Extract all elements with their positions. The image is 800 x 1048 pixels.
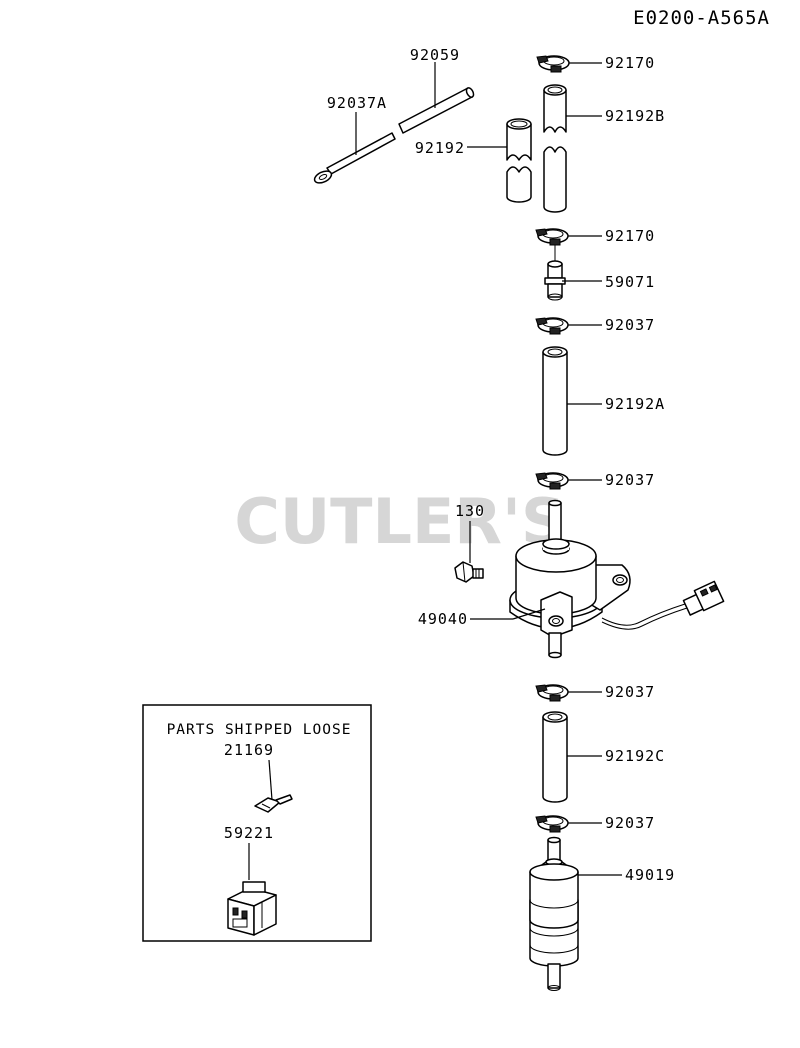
part-59221-connector[interactable]: [227, 881, 277, 936]
part-92192-hose[interactable]: [506, 118, 532, 203]
callout-92192A[interactable]: 92192A: [605, 395, 665, 413]
leader-21169: [268, 759, 273, 801]
loose-parts-box: [142, 704, 372, 942]
callout-59221[interactable]: 59221: [224, 824, 274, 842]
part-92037A-cable-tie[interactable]: [313, 132, 396, 185]
loose-parts-title: PARTS SHIPPED LOOSE: [167, 722, 352, 738]
callout-49040[interactable]: 49040: [418, 610, 468, 628]
callout-92037A[interactable]: 92037A: [327, 94, 387, 112]
callout-21169[interactable]: 21169: [224, 741, 274, 759]
part-92037-clamp-3[interactable]: [535, 684, 569, 702]
callout-92170-mid[interactable]: 92170: [605, 227, 655, 245]
callout-92037-1[interactable]: 92037: [605, 316, 655, 334]
part-92059-rod[interactable]: [398, 87, 475, 134]
diagram-id: E0200-A565A: [633, 7, 770, 29]
callout-92192[interactable]: 92192: [415, 139, 465, 157]
callout-92037-4[interactable]: 92037: [605, 814, 655, 832]
callout-92170-top[interactable]: 92170: [605, 54, 655, 72]
callout-92037-3[interactable]: 92037: [605, 683, 655, 701]
part-49040-fuel-pump[interactable]: [509, 499, 725, 659]
callout-130[interactable]: 130: [455, 502, 485, 520]
part-130-bolt[interactable]: [454, 561, 484, 583]
callout-49019[interactable]: 49019: [625, 866, 675, 884]
part-92192C-hose[interactable]: [542, 711, 568, 803]
part-92170-clamp-mid[interactable]: [535, 228, 569, 246]
part-92192B-hose[interactable]: [543, 84, 567, 213]
part-92037-clamp-4[interactable]: [535, 815, 569, 833]
part-92192A-hose[interactable]: [542, 346, 568, 456]
callout-92059[interactable]: 92059: [410, 46, 460, 64]
callout-92192C[interactable]: 92192C: [605, 747, 665, 765]
part-21169-terminal[interactable]: [254, 794, 293, 813]
part-92170-clamp-top[interactable]: [536, 55, 570, 73]
callout-92037-2[interactable]: 92037: [605, 471, 655, 489]
leader-49040-b: [512, 608, 546, 620]
part-59071-fitting[interactable]: [544, 260, 566, 301]
part-92037-clamp-1[interactable]: [535, 317, 569, 335]
part-49019-fuel-filter[interactable]: [529, 836, 579, 991]
callout-59071[interactable]: 59071: [605, 273, 655, 291]
callout-92192B[interactable]: 92192B: [605, 107, 665, 125]
watermark: CUTLER'S: [234, 485, 565, 558]
